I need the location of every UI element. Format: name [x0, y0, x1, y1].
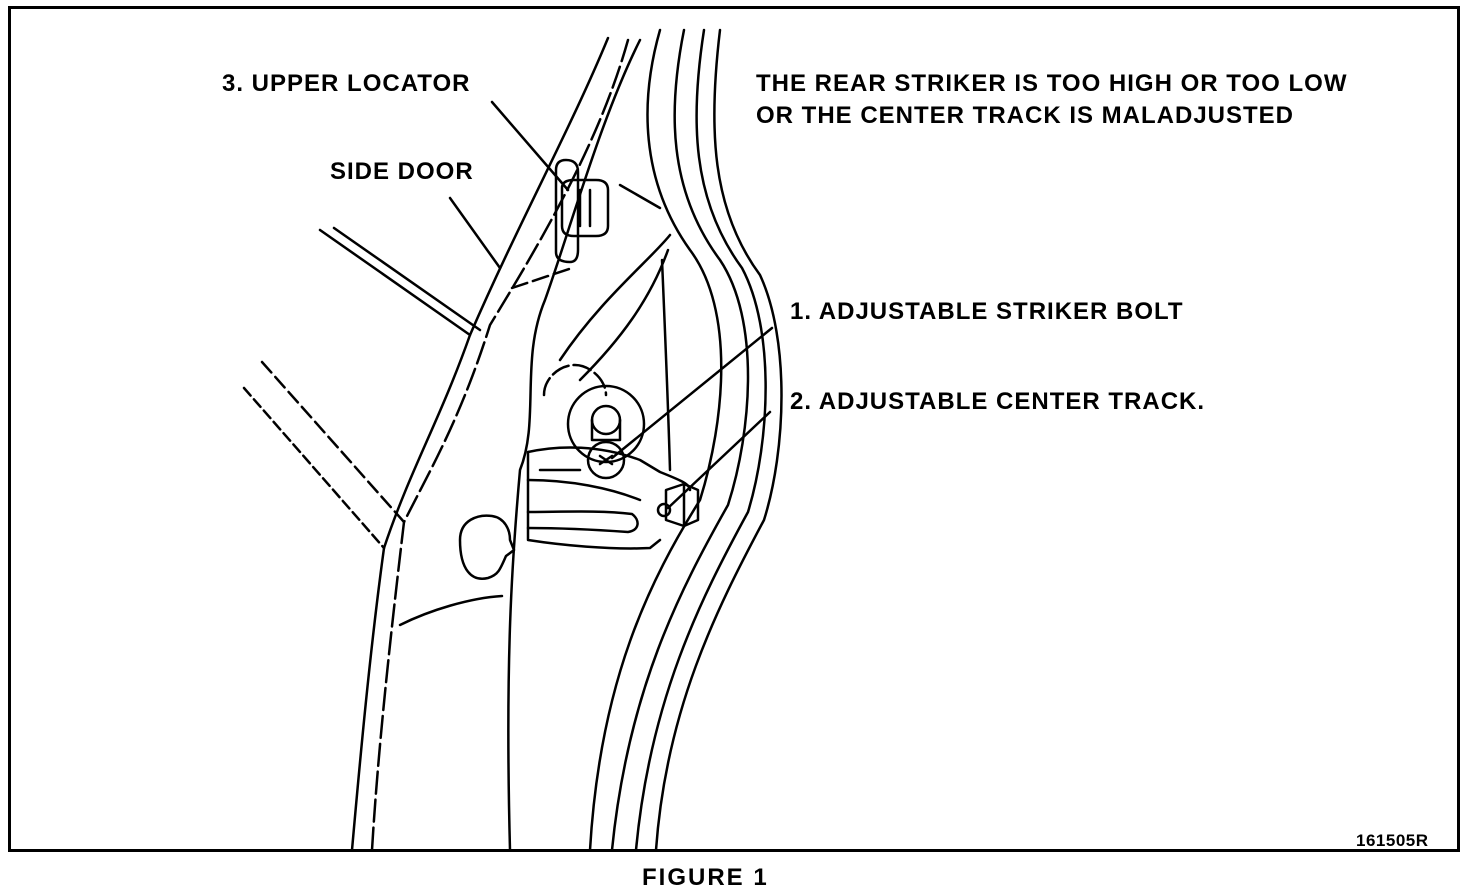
condition-note: THE REAR STRIKER IS TOO HIGH OR TOO LOW … — [756, 68, 1347, 132]
label-side-door: SIDE DOOR — [330, 158, 474, 185]
door-contour — [398, 594, 504, 627]
striker-bolt — [542, 363, 646, 480]
condition-note-line-2: OR THE CENTER TRACK IS MALADJUSTED — [756, 102, 1295, 129]
door-jamb — [588, 28, 783, 852]
leader-upper-locator — [490, 100, 570, 192]
label-center-track: 2. ADJUSTABLE CENTER TRACK. — [790, 388, 1206, 415]
figure-frame — [8, 6, 1460, 852]
upper-locator — [554, 158, 610, 264]
leader-center-track — [666, 410, 772, 510]
latch-opening — [458, 514, 516, 580]
condition-note-line-1: THE REAR STRIKER IS TOO HIGH OR TOO LOW — [756, 70, 1348, 97]
center-track-adjuster — [656, 482, 700, 528]
jamb-cavity — [510, 183, 672, 472]
striker-plate — [526, 446, 692, 550]
figure-caption: FIGURE 1 — [642, 864, 769, 891]
leader-striker-bolt — [610, 326, 774, 460]
label-striker-bolt: 1. ADJUSTABLE STRIKER BOLT — [790, 298, 1184, 325]
leader-side-door — [448, 196, 502, 270]
side-door-panel-edge — [242, 226, 482, 550]
label-upper-locator: 3. UPPER LOCATOR — [222, 70, 471, 97]
figure-code: 161505R — [1356, 831, 1429, 850]
